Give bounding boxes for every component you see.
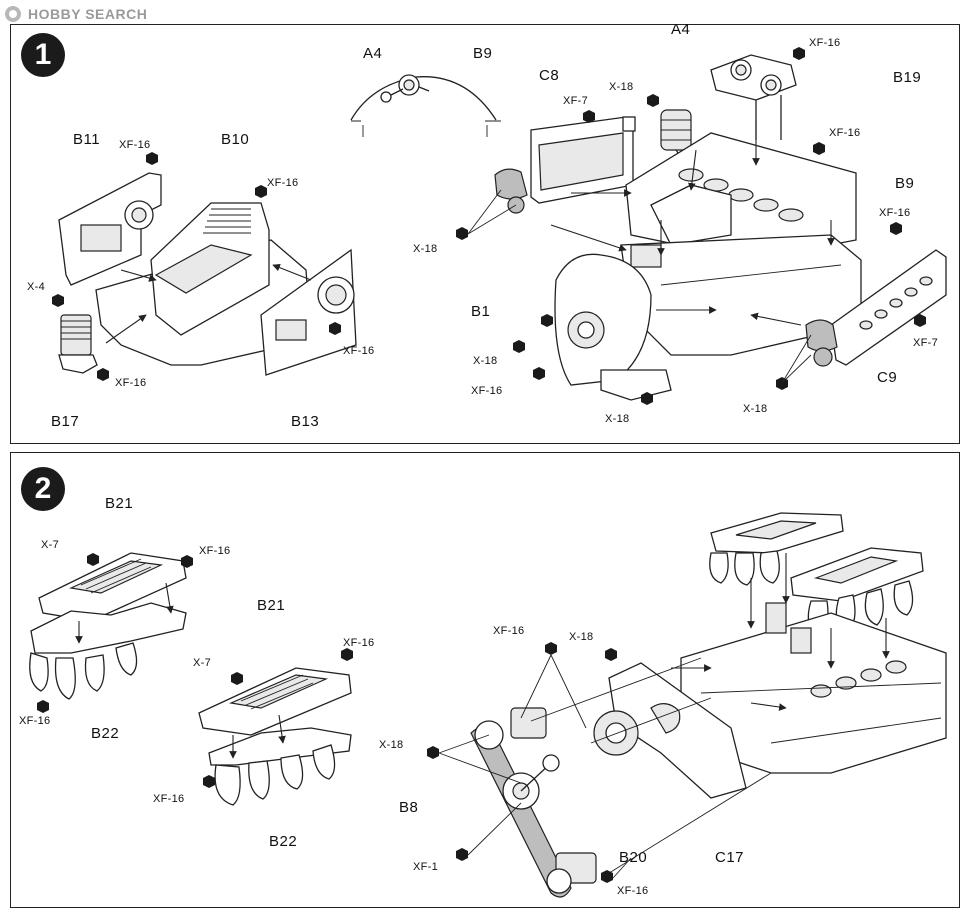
paint-label-x4: X-4 <box>27 281 46 293</box>
part-label-c17: C17 <box>715 849 745 866</box>
paint-label-xf1-belt: XF-1 <box>413 861 439 873</box>
watermark-text: HOBBY SEARCH <box>28 6 148 22</box>
paint-label-xf16-b13: XF-16 <box>343 345 375 357</box>
paint-markers <box>52 47 926 405</box>
paint-label-x18-pulley: X-18 <box>569 631 594 643</box>
paint-markers <box>37 553 617 883</box>
paint-label-x7-mid: X-7 <box>193 657 212 669</box>
left-intake-assembly <box>29 552 187 700</box>
step-1-panel: 1 <box>10 21 960 444</box>
step-2-diagram <box>29 512 947 898</box>
part-label-b10: B10 <box>221 131 250 148</box>
part-label-b22-mid: B22 <box>269 833 298 850</box>
part-label-a4-right: A4 <box>671 21 691 38</box>
engine-block-assembly <box>58 172 357 376</box>
step-2-badge: 2 <box>21 467 65 511</box>
paint-label-x18-c8: X-18 <box>413 243 438 255</box>
a4-b9-detail <box>350 74 501 137</box>
step-2-panel: 2 <box>10 452 960 908</box>
part-label-b17: B17 <box>51 413 80 430</box>
paint-label-x18-b1-bottom: X-18 <box>605 413 630 425</box>
step-number: 1 <box>34 38 52 71</box>
paint-label-x18-c9: X-18 <box>743 403 768 415</box>
part-label-b8: B8 <box>399 799 419 816</box>
part-label-c9: C9 <box>877 369 898 386</box>
cylinder-head-assembly <box>494 54 947 401</box>
part-label-b20: B20 <box>619 849 648 866</box>
paint-label-xf16-mid-top: XF-16 <box>343 637 375 649</box>
leader-lines <box>438 654 632 879</box>
paint-label-xf16-b19: XF-16 <box>809 37 841 49</box>
hobby-search-logo-icon <box>5 6 21 22</box>
paint-label-xf16-pulley: XF-16 <box>493 625 525 637</box>
paint-label-x18-b8: X-18 <box>379 739 404 751</box>
engine-final-assembly <box>470 512 947 898</box>
step-number: 2 <box>34 472 52 505</box>
part-label-b21-left: B21 <box>105 495 134 512</box>
paint-label-xf16-b10: XF-16 <box>267 177 299 189</box>
paint-label-xf16-b9: XF-16 <box>829 127 861 139</box>
paint-label-xf16-b17: XF-16 <box>115 377 147 389</box>
part-label-b9-right: B9 <box>895 175 915 192</box>
paint-label-xf7-c8: XF-7 <box>563 95 589 107</box>
paint-label-xf16-left-bottom: XF-16 <box>19 715 51 727</box>
paint-label-xf16-belt: XF-16 <box>617 885 649 897</box>
paint-label-xf16-c9: XF-16 <box>879 207 911 219</box>
paint-label-xf7-c9: XF-7 <box>913 337 939 349</box>
watermark: HOBBY SEARCH <box>4 4 147 24</box>
paint-label-x18-b1: X-18 <box>473 355 498 367</box>
middle-intake-assembly <box>198 667 352 806</box>
paint-label-xf16-b1: XF-16 <box>471 385 503 397</box>
part-label-b19: B19 <box>893 69 922 86</box>
part-label-b21-mid: B21 <box>257 597 286 614</box>
paint-label-xf16-b11: XF-16 <box>119 139 151 151</box>
paint-label-xf16-mid-bottom: XF-16 <box>153 793 185 805</box>
step-1-diagram <box>52 47 947 405</box>
part-label-c8: C8 <box>539 67 560 84</box>
leader-lines <box>467 189 812 384</box>
part-label-b13: B13 <box>291 413 320 430</box>
part-label-a4-top: A4 <box>363 45 383 62</box>
part-label-b9-top: B9 <box>473 45 493 62</box>
part-label-b1: B1 <box>471 303 491 320</box>
part-label-b22-left: B22 <box>91 725 120 742</box>
part-label-b11: B11 <box>73 131 101 148</box>
paint-label-xf16-left-top: XF-16 <box>199 545 231 557</box>
paint-label-x7-left: X-7 <box>41 539 60 551</box>
paint-label-x18-a4: X-18 <box>609 81 634 93</box>
step-1-badge: 1 <box>21 33 65 77</box>
